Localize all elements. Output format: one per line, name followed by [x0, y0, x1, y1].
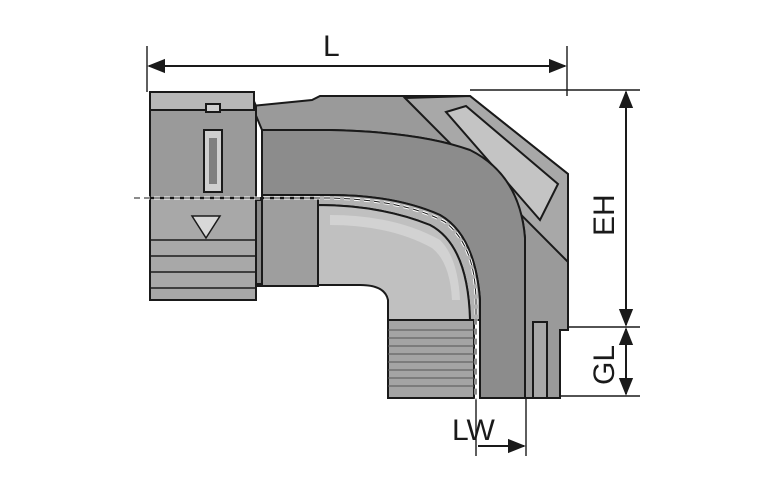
direction-arrow-icon: [190, 215, 222, 240]
outlet-thread: [387, 319, 475, 399]
dimension-clear-width: LW: [452, 398, 527, 456]
conduit-path-outline: [134, 197, 477, 400]
dimension-label-thread-length: GL: [588, 345, 621, 385]
cap-nut-top-band: [149, 91, 255, 111]
base-step: [532, 321, 548, 399]
nut-ribs: [150, 239, 256, 289]
dimension-label-length: L: [323, 30, 340, 63]
latch-slot-inner: [209, 138, 217, 184]
dimension-label-clear-width: LW: [452, 414, 495, 447]
dimension-label-height: EH: [588, 194, 621, 236]
fitting-body: [149, 91, 569, 399]
sleeve-highlight: [330, 215, 460, 300]
thread-grooves: [388, 329, 474, 387]
inner-sleeve: [317, 203, 472, 321]
top-notch: [205, 103, 221, 113]
dimension-thread-length: GL: [560, 327, 640, 397]
dimension-length: L: [146, 30, 568, 96]
dimension-height: EH: [470, 89, 640, 328]
coupling-ring: [257, 197, 319, 287]
cap-nut-lower: [149, 197, 257, 301]
